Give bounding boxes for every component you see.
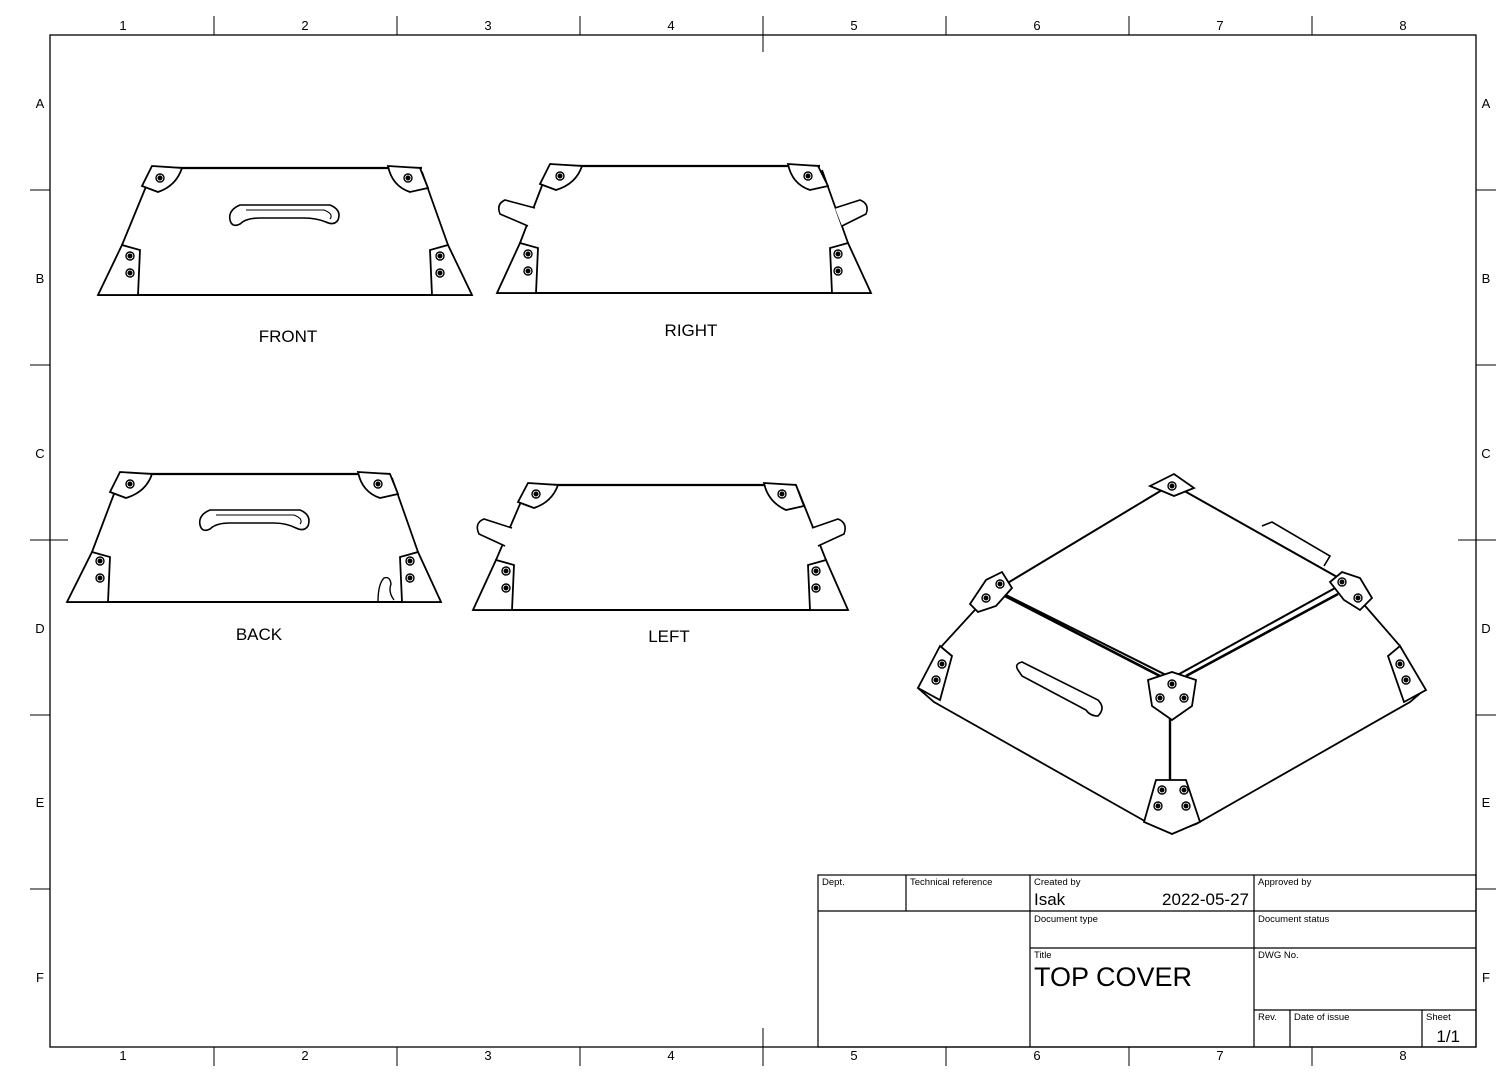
left-view [471, 482, 850, 611]
sheet-value: 1/1 [1436, 1027, 1460, 1046]
view-label-back: BACK [236, 625, 283, 644]
column-label: 5 [850, 1048, 857, 1063]
column-label: 5 [850, 18, 857, 33]
column-label: 7 [1216, 18, 1223, 33]
dwg-no-label: DWG No. [1258, 950, 1299, 961]
drawing-frame [30, 16, 1496, 1066]
column-label: 4 [667, 18, 674, 33]
column-label: 6 [1033, 18, 1040, 33]
column-label: 1 [119, 1048, 126, 1063]
date-of-issue-label: Date of issue [1294, 1012, 1349, 1023]
back-view [65, 471, 443, 603]
created-by-value: Isak [1034, 890, 1066, 909]
column-label: 8 [1399, 1048, 1406, 1063]
rev-label: Rev. [1258, 1012, 1277, 1023]
title-block-text: Dept. Technical reference Created by Isa… [822, 877, 1460, 1046]
row-labels-left: A B C D E F [35, 96, 44, 985]
view-label-front: FRONT [259, 327, 318, 346]
row-label: F [36, 970, 44, 985]
row-label: E [1482, 795, 1491, 810]
row-label: D [1481, 621, 1490, 636]
approved-by-label: Approved by [1258, 877, 1312, 888]
row-label: C [1481, 446, 1490, 461]
dept-label: Dept. [822, 877, 845, 888]
right-view [495, 163, 873, 294]
row-label: B [1482, 271, 1491, 286]
title-label: Title [1034, 950, 1052, 961]
created-date-value: 2022-05-27 [1162, 890, 1249, 909]
document-type-label: Document type [1034, 914, 1098, 925]
drawing-title: TOP COVER [1034, 962, 1192, 992]
column-label: 7 [1216, 1048, 1223, 1063]
row-label: A [1482, 96, 1491, 111]
column-label: 4 [667, 1048, 674, 1063]
column-label: 2 [301, 1048, 308, 1063]
isometric-view [916, 472, 1428, 835]
row-label: C [35, 446, 44, 461]
view-label-right: RIGHT [665, 321, 718, 340]
column-label: 3 [484, 1048, 491, 1063]
title-block [817, 874, 1477, 1048]
row-label: E [36, 795, 45, 810]
front-view [96, 165, 474, 296]
column-label: 2 [301, 18, 308, 33]
view-label-left: LEFT [648, 627, 690, 646]
created-by-label: Created by [1034, 877, 1081, 888]
row-label: A [36, 96, 45, 111]
column-label: 3 [484, 18, 491, 33]
technical-reference-label: Technical reference [910, 877, 992, 888]
row-label: B [36, 271, 45, 286]
column-labels-bottom: 1 2 3 4 5 6 7 8 [119, 1048, 1406, 1063]
row-label: F [1482, 970, 1490, 985]
sheet-label: Sheet [1426, 1012, 1451, 1023]
row-label: D [35, 621, 44, 636]
column-label: 6 [1033, 1048, 1040, 1063]
row-labels-right: A B C D E F [1481, 96, 1490, 985]
column-label: 1 [119, 18, 126, 33]
column-labels-top: 1 2 3 4 5 6 7 8 [119, 18, 1406, 33]
column-label: 8 [1399, 18, 1406, 33]
document-status-label: Document status [1258, 914, 1330, 925]
